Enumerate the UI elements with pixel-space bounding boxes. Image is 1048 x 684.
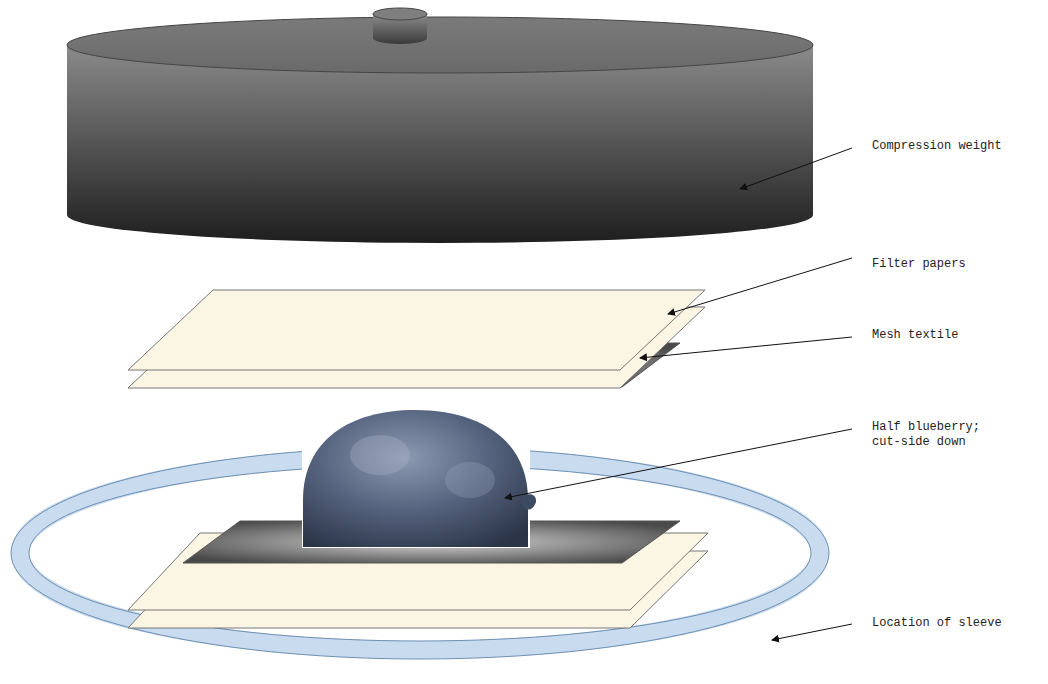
weight-knob-top (373, 8, 427, 20)
image-backdrop (302, 408, 530, 548)
part-label: Mesh textile (872, 328, 1042, 343)
leader-line (640, 337, 852, 358)
weight-body (67, 45, 813, 243)
leader-line (772, 624, 852, 640)
filter-paper (128, 290, 705, 370)
leader-line (740, 148, 852, 189)
part-label: Location of sleeve (872, 616, 1042, 631)
leader-line (505, 429, 852, 498)
part-label: Compression weight (872, 139, 1042, 154)
part-label: Half blueberry; cut-side down (872, 420, 1000, 450)
berry-calyx (522, 494, 536, 509)
blueberry-half (303, 410, 528, 547)
leader-line (668, 258, 852, 314)
berry-highlight (350, 435, 410, 475)
weight-top (67, 17, 813, 73)
part-label: Filter papers (872, 257, 1042, 272)
berry-highlight (445, 462, 495, 498)
